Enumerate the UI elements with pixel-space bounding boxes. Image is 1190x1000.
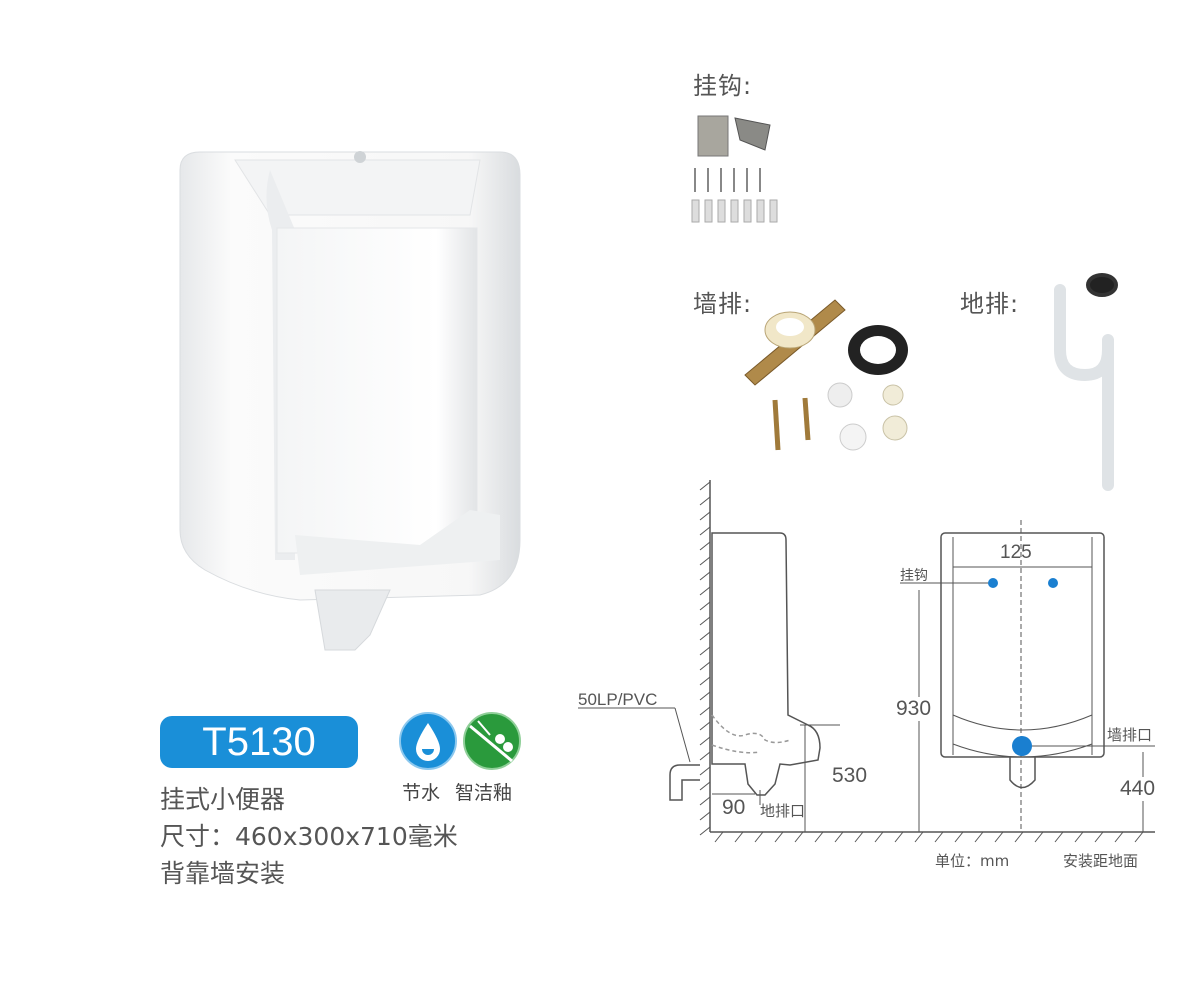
floor-height-dim: 530 — [832, 764, 868, 788]
diagram-hook-label: 挂钩 — [900, 568, 928, 584]
hook-hole-right — [1048, 578, 1058, 588]
hook-accessories — [691, 115, 778, 223]
urinal-photo — [179, 151, 521, 651]
hook-spacing-dim: 125 — [1000, 542, 1032, 563]
wall-outlet-height-dim: 440 — [1120, 777, 1156, 801]
model-badge: T5130 — [160, 716, 358, 768]
floor-drain-label: 地排: — [960, 290, 1020, 318]
floor-drain-accessories — [1054, 273, 1118, 491]
feature-smart-glaze: 智洁釉 — [455, 782, 513, 804]
pipe-label: 50LP/PVC — [578, 690, 658, 709]
wall-drain-label: 墙排: — [693, 290, 753, 318]
floor-outlet-label: 地排口 — [760, 802, 806, 820]
install-note: 安装距地面 — [1063, 852, 1139, 870]
side-width-dim: 90 — [722, 796, 746, 819]
water-drop-icon — [399, 712, 457, 770]
product-name: 挂式小便器 — [160, 785, 286, 814]
installation-diagram — [578, 480, 1155, 843]
hook-hole-left — [988, 578, 998, 588]
hook-label: 挂钩: — [693, 72, 753, 100]
glaze-icon — [463, 712, 521, 770]
wall-outlet-label: 墙排口 — [1107, 726, 1153, 744]
feature-water-saving: 节水 — [402, 782, 441, 804]
product-size: 尺寸：460x300x710毫米 — [160, 822, 458, 851]
unit-label: 单位：mm — [935, 852, 1010, 870]
wall-drain-accessories — [744, 299, 908, 451]
install-type: 背靠墙安装 — [160, 859, 286, 888]
hook-height-dim: 930 — [896, 697, 932, 721]
wall-outlet-hole — [1012, 736, 1032, 756]
